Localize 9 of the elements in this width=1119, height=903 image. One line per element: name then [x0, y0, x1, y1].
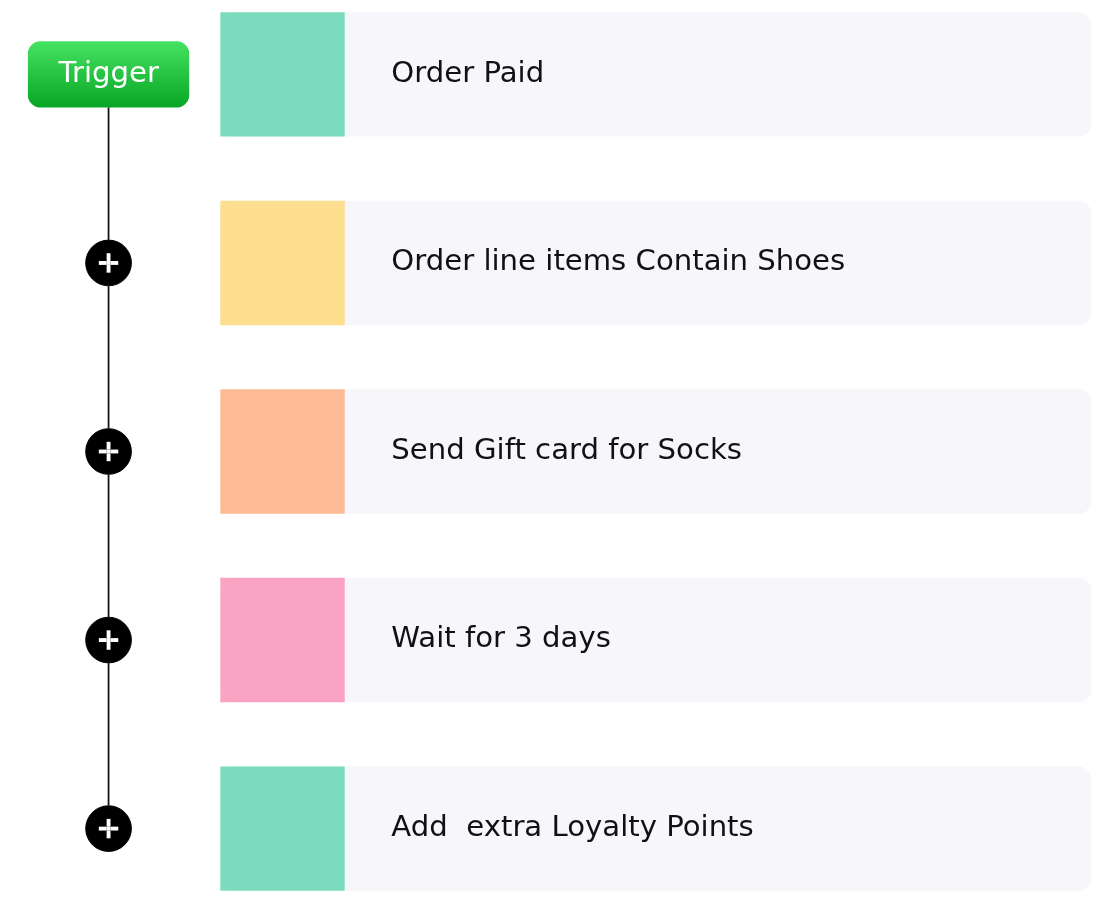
node-circle [85, 239, 132, 287]
connector [107, 285, 110, 430]
node-circle [85, 616, 132, 664]
node-circle [85, 805, 132, 852]
node-circle [85, 428, 132, 475]
connector [107, 106, 110, 241]
connector [107, 473, 110, 618]
node-box: Trigger [27, 41, 190, 108]
connector [107, 662, 110, 807]
